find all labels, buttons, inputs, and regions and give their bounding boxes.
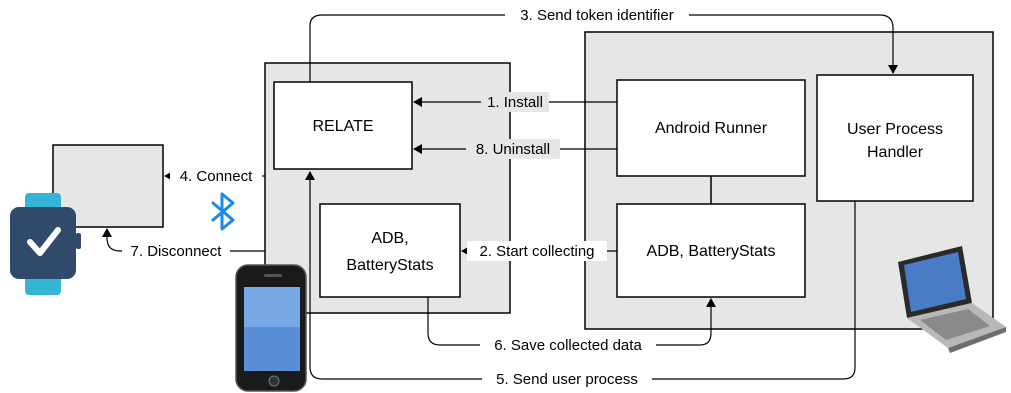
send-token-label: 3. Send token identifier xyxy=(520,7,673,24)
install-label: 1. Install xyxy=(487,94,543,111)
disconnect-arrow xyxy=(102,228,265,252)
smartphone-icon xyxy=(235,264,307,392)
smartwatch-icon xyxy=(10,193,81,295)
uninstall-label: 8. Uninstall xyxy=(476,141,550,158)
laptop-icon xyxy=(898,246,1006,353)
adb-phone-label-1: ADB, xyxy=(371,230,408,247)
user-process-handler-box xyxy=(816,74,974,202)
relate-box xyxy=(273,81,413,170)
adb-phone-label-2: BatteryStats xyxy=(346,257,433,274)
save-data-label: 6. Save collected data xyxy=(494,337,642,354)
android-runner-box xyxy=(616,79,806,177)
android-runner-label: Android Runner xyxy=(655,120,768,137)
user-process-label-1: User Process xyxy=(847,121,943,138)
adb-laptop-label: ADB, BatteryStats xyxy=(647,243,776,260)
start-collecting-label: 2. Start collecting xyxy=(479,243,594,260)
adb-laptop-box xyxy=(616,203,806,298)
send-user-process-label: 5. Send user process xyxy=(496,371,638,388)
disconnect-label: 7. Disconnect xyxy=(131,243,223,260)
adb-phone-box xyxy=(319,203,461,298)
connect-label: 4. Connect xyxy=(180,168,253,185)
user-process-label-2: Handler xyxy=(867,144,924,161)
relate-label: RELATE xyxy=(312,118,373,135)
bluetooth-icon xyxy=(211,192,235,231)
